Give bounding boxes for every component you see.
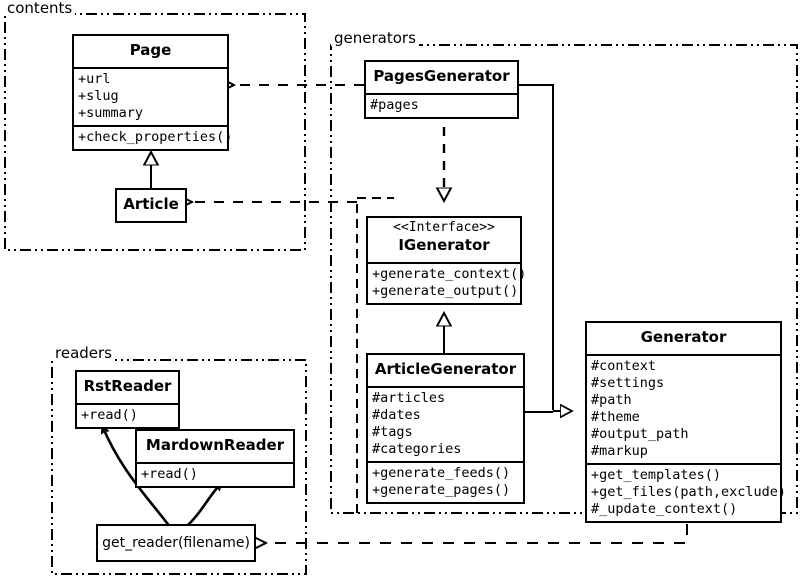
package-label-generators: generators xyxy=(331,30,419,46)
class-box-articlegenerator[interactable]: ArticleGenerator #articles #dates #tags … xyxy=(366,353,525,504)
igenerator-name-section: <<Interface>> IGenerator xyxy=(368,218,520,262)
relation-getreader-creates-mardownreader xyxy=(185,481,223,528)
page-method: +check_properties() xyxy=(78,129,233,145)
mardownreader-methods-section: +read() xyxy=(137,462,293,486)
pagesgenerator-attribute: #pages xyxy=(370,97,419,113)
articlegenerator-attributes-section: #articles #dates #tags #categories xyxy=(368,386,523,461)
generator-method: +get_files(path,exclude) xyxy=(591,484,787,500)
pagesgenerator-class-name: PagesGenerator xyxy=(373,67,510,85)
rstreader-name-section: RstReader xyxy=(77,372,178,403)
page-attribute: +summary xyxy=(78,105,144,121)
class-box-article[interactable]: Article xyxy=(115,188,187,223)
mardownreader-method: +read() xyxy=(141,466,198,482)
class-box-pagesgenerator[interactable]: PagesGenerator #pages xyxy=(364,60,519,119)
igenerator-methods-section: +generate_context() +generate_output() xyxy=(368,262,527,303)
class-box-rstreader[interactable]: RstReader +read() xyxy=(75,370,180,429)
articlegenerator-attribute: #tags xyxy=(372,424,413,440)
igenerator-method: +generate_output() xyxy=(372,283,519,299)
generator-attribute: #path xyxy=(591,392,632,408)
generator-attribute: #markup xyxy=(591,443,648,459)
generator-attribute: #settings xyxy=(591,375,665,391)
class-box-mardownreader[interactable]: MardownReader +read() xyxy=(135,429,295,488)
function-box-get-reader[interactable]: get_reader(filename) xyxy=(96,524,256,562)
pagesgenerator-name-section: PagesGenerator xyxy=(366,62,517,93)
articlegenerator-attribute: #categories xyxy=(372,441,462,457)
article-name-section: Article xyxy=(117,190,185,221)
articlegenerator-methods-section: +generate_feeds() +generate_pages() xyxy=(368,461,523,502)
generator-method: +get_templates() xyxy=(591,467,722,483)
articlegenerator-attribute: #articles xyxy=(372,390,446,406)
generator-attribute: #output_path xyxy=(591,426,689,442)
article-class-name: Article xyxy=(123,195,179,213)
class-box-page[interactable]: Page +url +slug +summary +check_properti… xyxy=(72,34,233,151)
articlegenerator-class-name: ArticleGenerator xyxy=(374,360,517,378)
get-reader-label: get_reader(filename) xyxy=(102,535,250,551)
igenerator-method: +generate_context() xyxy=(372,266,527,282)
articlegenerator-attribute: #dates xyxy=(372,407,421,423)
mardownreader-class-name: MardownReader xyxy=(145,436,285,454)
articlegenerator-method: +generate_pages() xyxy=(372,482,511,498)
generator-method: #_update_context() xyxy=(591,501,738,517)
pagesgenerator-attributes-section: #pages xyxy=(366,93,517,117)
rstreader-class-name: RstReader xyxy=(83,377,172,395)
generator-methods-section: +get_templates() +get_files(path,exclude… xyxy=(587,463,787,521)
generator-class-name: Generator xyxy=(640,328,727,346)
relation-generators-generalize-generator xyxy=(519,84,572,412)
page-class-name: Page xyxy=(129,41,172,59)
mardownreader-name-section: MardownReader xyxy=(137,431,293,462)
generator-name-section: Generator xyxy=(587,323,780,354)
generator-attribute: #context xyxy=(591,358,657,374)
generator-attributes-section: #context #settings #path #theme #output_… xyxy=(587,354,780,463)
igenerator-stereotype: <<Interface>> xyxy=(393,220,495,235)
generator-attribute: #theme xyxy=(591,409,640,425)
page-methods-section: +check_properties() xyxy=(74,125,233,149)
class-box-igenerator[interactable]: <<Interface>> IGenerator +generate_conte… xyxy=(366,216,527,305)
page-attribute: +slug xyxy=(78,88,119,104)
package-label-contents: contents xyxy=(4,0,76,16)
page-name-section: Page xyxy=(74,36,227,67)
igenerator-class-name: IGenerator xyxy=(398,236,490,254)
page-attribute: +url xyxy=(78,71,111,87)
articlegenerator-name-section: ArticleGenerator xyxy=(368,355,523,386)
rstreader-methods-section: +read() xyxy=(77,403,178,427)
articlegenerator-method: +generate_feeds() xyxy=(372,465,511,481)
rstreader-method: +read() xyxy=(81,407,138,423)
package-label-readers: readers xyxy=(52,345,115,361)
page-attributes-section: +url +slug +summary xyxy=(74,67,227,125)
class-box-generator[interactable]: Generator #context #settings #path #them… xyxy=(585,321,787,523)
